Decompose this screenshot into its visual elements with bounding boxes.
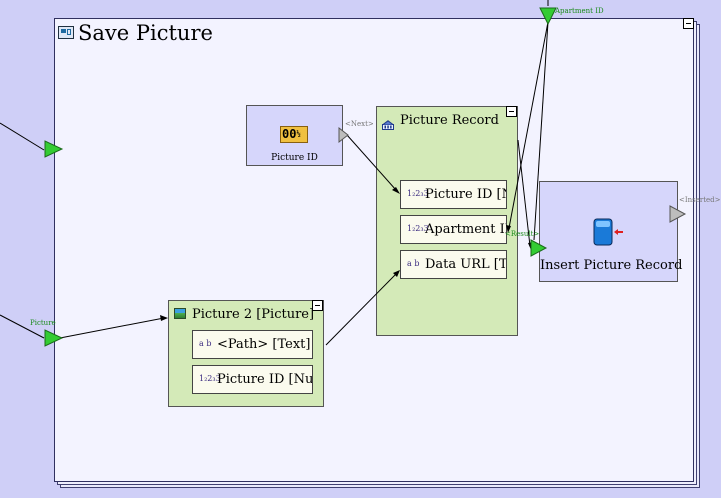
field-apartment-id[interactable]: 1₂2₃3 Apartment ID (400, 215, 507, 244)
field-label: Data URL [Te (425, 257, 507, 272)
node-title: Picture 2 [Picture] (192, 307, 315, 322)
number-type-icon: 1₂2₃3 (407, 224, 429, 233)
inserted-port-label: <Inserted> (679, 196, 721, 204)
next-output-port[interactable] (338, 126, 349, 144)
picture-icon (174, 308, 186, 319)
apartment-id-input-port[interactable] (539, 7, 557, 26)
field-label: Picture ID [Num (217, 372, 313, 387)
collapse-frame-button[interactable] (683, 18, 694, 29)
picture-frame-icon (58, 26, 74, 39)
text-type-icon: a b (407, 259, 420, 268)
input-port-green[interactable] (44, 140, 64, 158)
collapse-picture-record-button[interactable] (506, 106, 517, 117)
insert-picture-record-node[interactable]: Insert Picture Record (539, 181, 683, 282)
edge-next-to-picture-id (346, 134, 397, 191)
field-label: <Path> [Text] (217, 337, 311, 352)
edge-path-to-data-url (325, 273, 397, 346)
next-port-label: <Next> (345, 120, 374, 128)
picture-port-label: Picture (30, 319, 56, 327)
field-label: Picture ID [N (425, 187, 507, 202)
picture-id-counter-node[interactable]: 00½ Picture ID (246, 105, 343, 166)
arrowhead (393, 270, 400, 277)
field-label: Apartment ID (425, 222, 507, 237)
edge-apartment-to-record (508, 21, 549, 229)
text-type-icon: a b (199, 339, 212, 348)
field-picture-id[interactable]: 1₂2₃3 Picture ID [N (400, 180, 507, 209)
field-data-url[interactable]: a b Data URL [Te (400, 250, 507, 279)
database-insert-icon (593, 218, 623, 246)
inserted-output-port[interactable] (669, 205, 687, 223)
number-type-icon: 1₂2₃3 (407, 189, 429, 198)
input-edge-left (0, 122, 45, 151)
collapse-picture2-button[interactable] (312, 300, 323, 311)
field-path[interactable]: a b <Path> [Text] (192, 330, 313, 359)
arrowhead (160, 315, 168, 321)
edge-record-to-insert (517, 139, 531, 247)
arrowhead (392, 187, 400, 194)
input-edge-picture (0, 314, 45, 339)
node-label: Picture ID (271, 153, 318, 163)
counter-icon: 00½ (280, 126, 308, 143)
field-picture-id[interactable]: 1₂2₃3 Picture ID [Num (192, 365, 313, 394)
edge-picture-to-picture2 (59, 317, 165, 339)
number-type-icon: 1₂2₃3 (199, 374, 221, 383)
apartment-id-port-label: Apartment ID (555, 7, 604, 15)
record-icon (382, 115, 394, 130)
result-input-port[interactable] (530, 239, 548, 257)
edge-apartment-to-insert (533, 21, 549, 241)
node-title: Picture Record (400, 113, 499, 128)
node-label: Insert Picture Record (540, 258, 683, 273)
frame-title: Save Picture (78, 21, 213, 45)
picture-input-port[interactable] (44, 329, 64, 347)
arrowhead (506, 225, 511, 233)
result-port-label: <Result> (505, 230, 540, 238)
